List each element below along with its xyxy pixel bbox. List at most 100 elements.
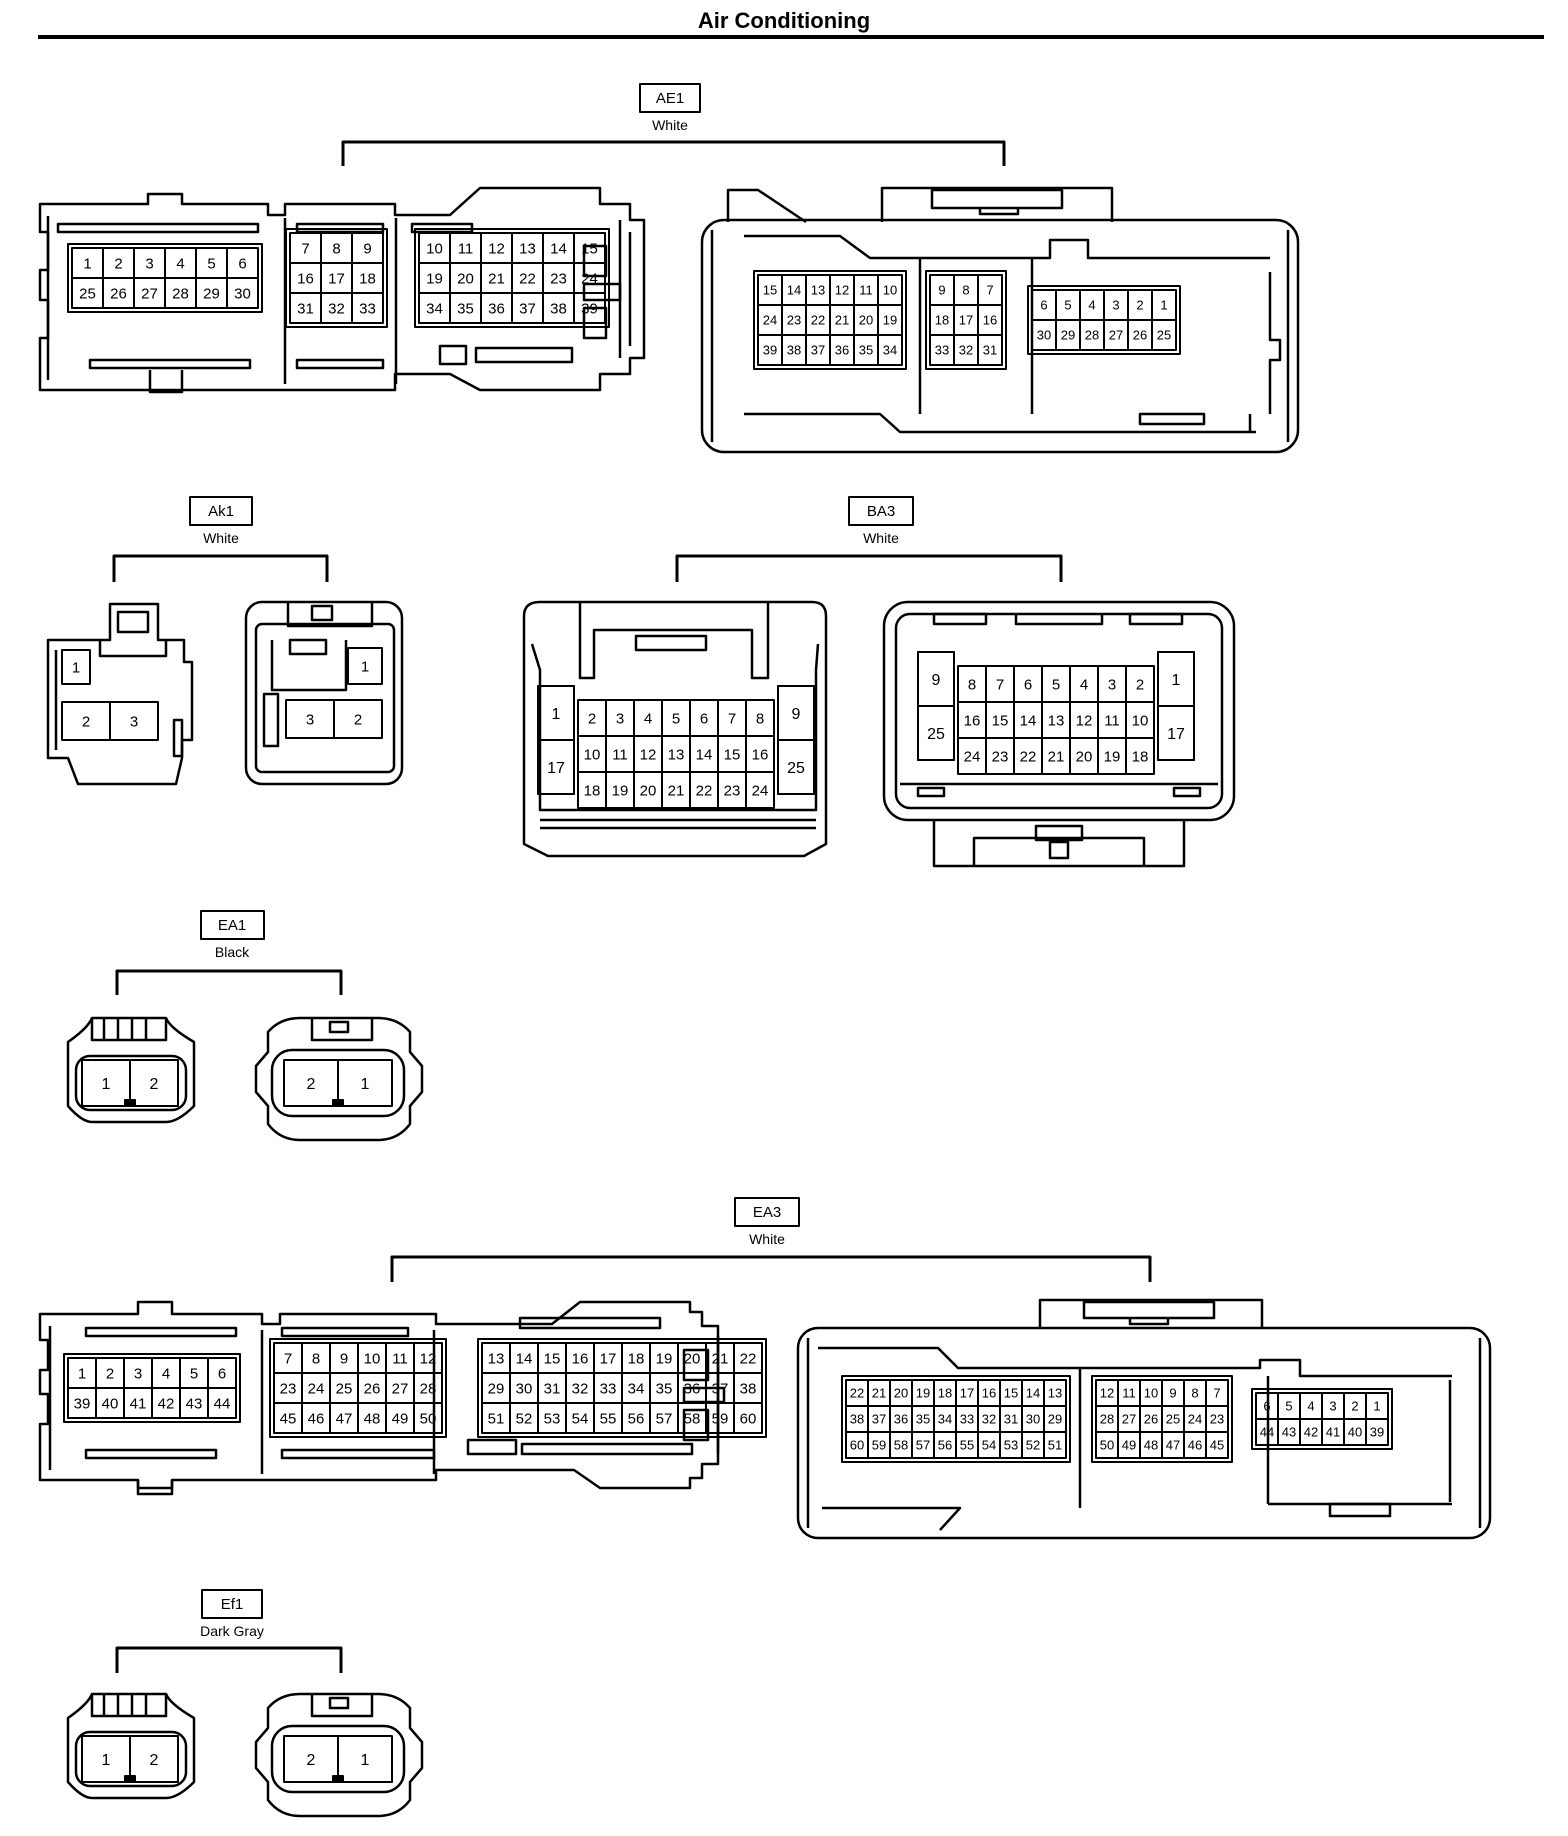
pin-number: 5 [1285,1399,1292,1414]
pin-block [414,228,610,328]
pin-number: 53 [544,1410,561,1427]
pin-cell [347,647,383,685]
pin-number: 4 [176,255,184,272]
pin-number: 2 [588,710,596,727]
pin-number: 9 [1169,1386,1176,1401]
pin-number: 25 [1166,1412,1180,1427]
pin-number: 31 [983,343,997,358]
pin-number: 37 [811,343,825,358]
pin-number: 6 [1040,298,1047,313]
pin-number: 1 [1172,672,1181,689]
pin-number: 16 [964,712,981,729]
pin-number: 33 [359,300,376,317]
pin-number: 4 [1307,1399,1314,1414]
pin-number: 2 [1351,1399,1358,1414]
pin-cell [109,701,159,741]
pin-number: 50 [1100,1438,1114,1453]
pin-number: 54 [572,1410,589,1427]
pin-number: 12 [488,240,505,257]
connector-id: AE1 [656,90,684,107]
pin-number: 46 [1188,1438,1202,1453]
pin-number: 3 [1112,298,1119,313]
label-ea1: EA1 Black [115,910,343,995]
pin-number: 20 [684,1350,701,1367]
pin-number: 18 [628,1350,645,1367]
pin-number: 35 [916,1412,930,1427]
pin-number: 3 [1108,676,1116,693]
connector-color: Dark Gray [200,1623,264,1639]
ba3-left-housing [522,600,828,858]
pin-number: 1 [1373,1399,1380,1414]
pin-number: 26 [1133,328,1147,343]
pin-number: 19 [1104,748,1121,765]
label-ef1: Ef1 Dark Gray [115,1589,343,1673]
pin-number: 4 [1088,298,1095,313]
pin-number: 12 [420,1350,437,1367]
pin-number: 2 [150,1752,159,1769]
pin-number: 8 [312,1350,320,1367]
pin-number: 26 [110,285,127,302]
pin-number: 6 [218,1365,226,1382]
ef1-right-housing [254,1692,424,1818]
pin-number: 35 [656,1380,673,1397]
pin-number: 59 [712,1410,729,1427]
pin-number: 46 [308,1410,325,1427]
ea1-right-housing [254,1016,424,1142]
pin-number: 1 [83,255,91,272]
ak1-left-housing [46,602,194,786]
pin-number: 28 [172,285,189,302]
pin-number: 24 [763,313,777,328]
pin-number: 49 [1122,1438,1136,1453]
latch-mark [332,1775,344,1783]
pin-number: 38 [550,300,567,317]
pin-cell [413,1402,443,1434]
pin-number: 9 [932,672,941,689]
pin-number: 19 [612,782,629,799]
pin-number: 23 [1210,1412,1224,1427]
pin-cell [1157,705,1195,761]
pin-cell [207,1387,237,1419]
pin-number: 18 [359,270,376,287]
pin-number: 32 [959,343,973,358]
connector-color: Black [215,944,250,960]
pin-number: 1 [1160,298,1167,313]
pin-number: 51 [488,1410,505,1427]
pin-number: 48 [364,1410,381,1427]
pin-number: 12 [640,746,657,763]
pin-block [269,1338,447,1438]
pin-number: 8 [1191,1386,1198,1401]
latch-mark [124,1099,136,1107]
pin-number: 11 [458,240,474,257]
pin-number: 35 [859,343,873,358]
pin-number: 4 [1080,676,1088,693]
pin-number: 7 [986,283,993,298]
pin-cell [1151,319,1177,351]
connector-color: White [863,530,899,546]
pin-number: 4 [162,1365,170,1382]
pin-cell [733,1402,763,1434]
pin-number: 10 [584,746,601,763]
pin-number: 13 [668,746,685,763]
pin-number: 9 [340,1350,348,1367]
pin-number: 9 [792,706,801,723]
pin-cell [1365,1418,1389,1446]
pin-number: 1 [552,706,561,723]
pin-number: 7 [1213,1386,1220,1401]
pin-number: 37 [519,300,536,317]
label-ba3: BA3 White [675,496,1063,582]
pin-number: 14 [1026,1386,1040,1401]
pin-number: 52 [516,1410,533,1427]
pin-number: 14 [550,240,567,257]
pin-number: 5 [1052,676,1060,693]
pin-number: 1 [102,1076,111,1093]
pin-number: 34 [628,1380,645,1397]
pin-number: 7 [728,710,736,727]
pin-number: 22 [811,313,825,328]
pin-number: 20 [457,270,474,287]
pin-cell [537,739,575,795]
pin-number: 52 [1026,1438,1040,1453]
connector-id: EA3 [753,1204,781,1221]
